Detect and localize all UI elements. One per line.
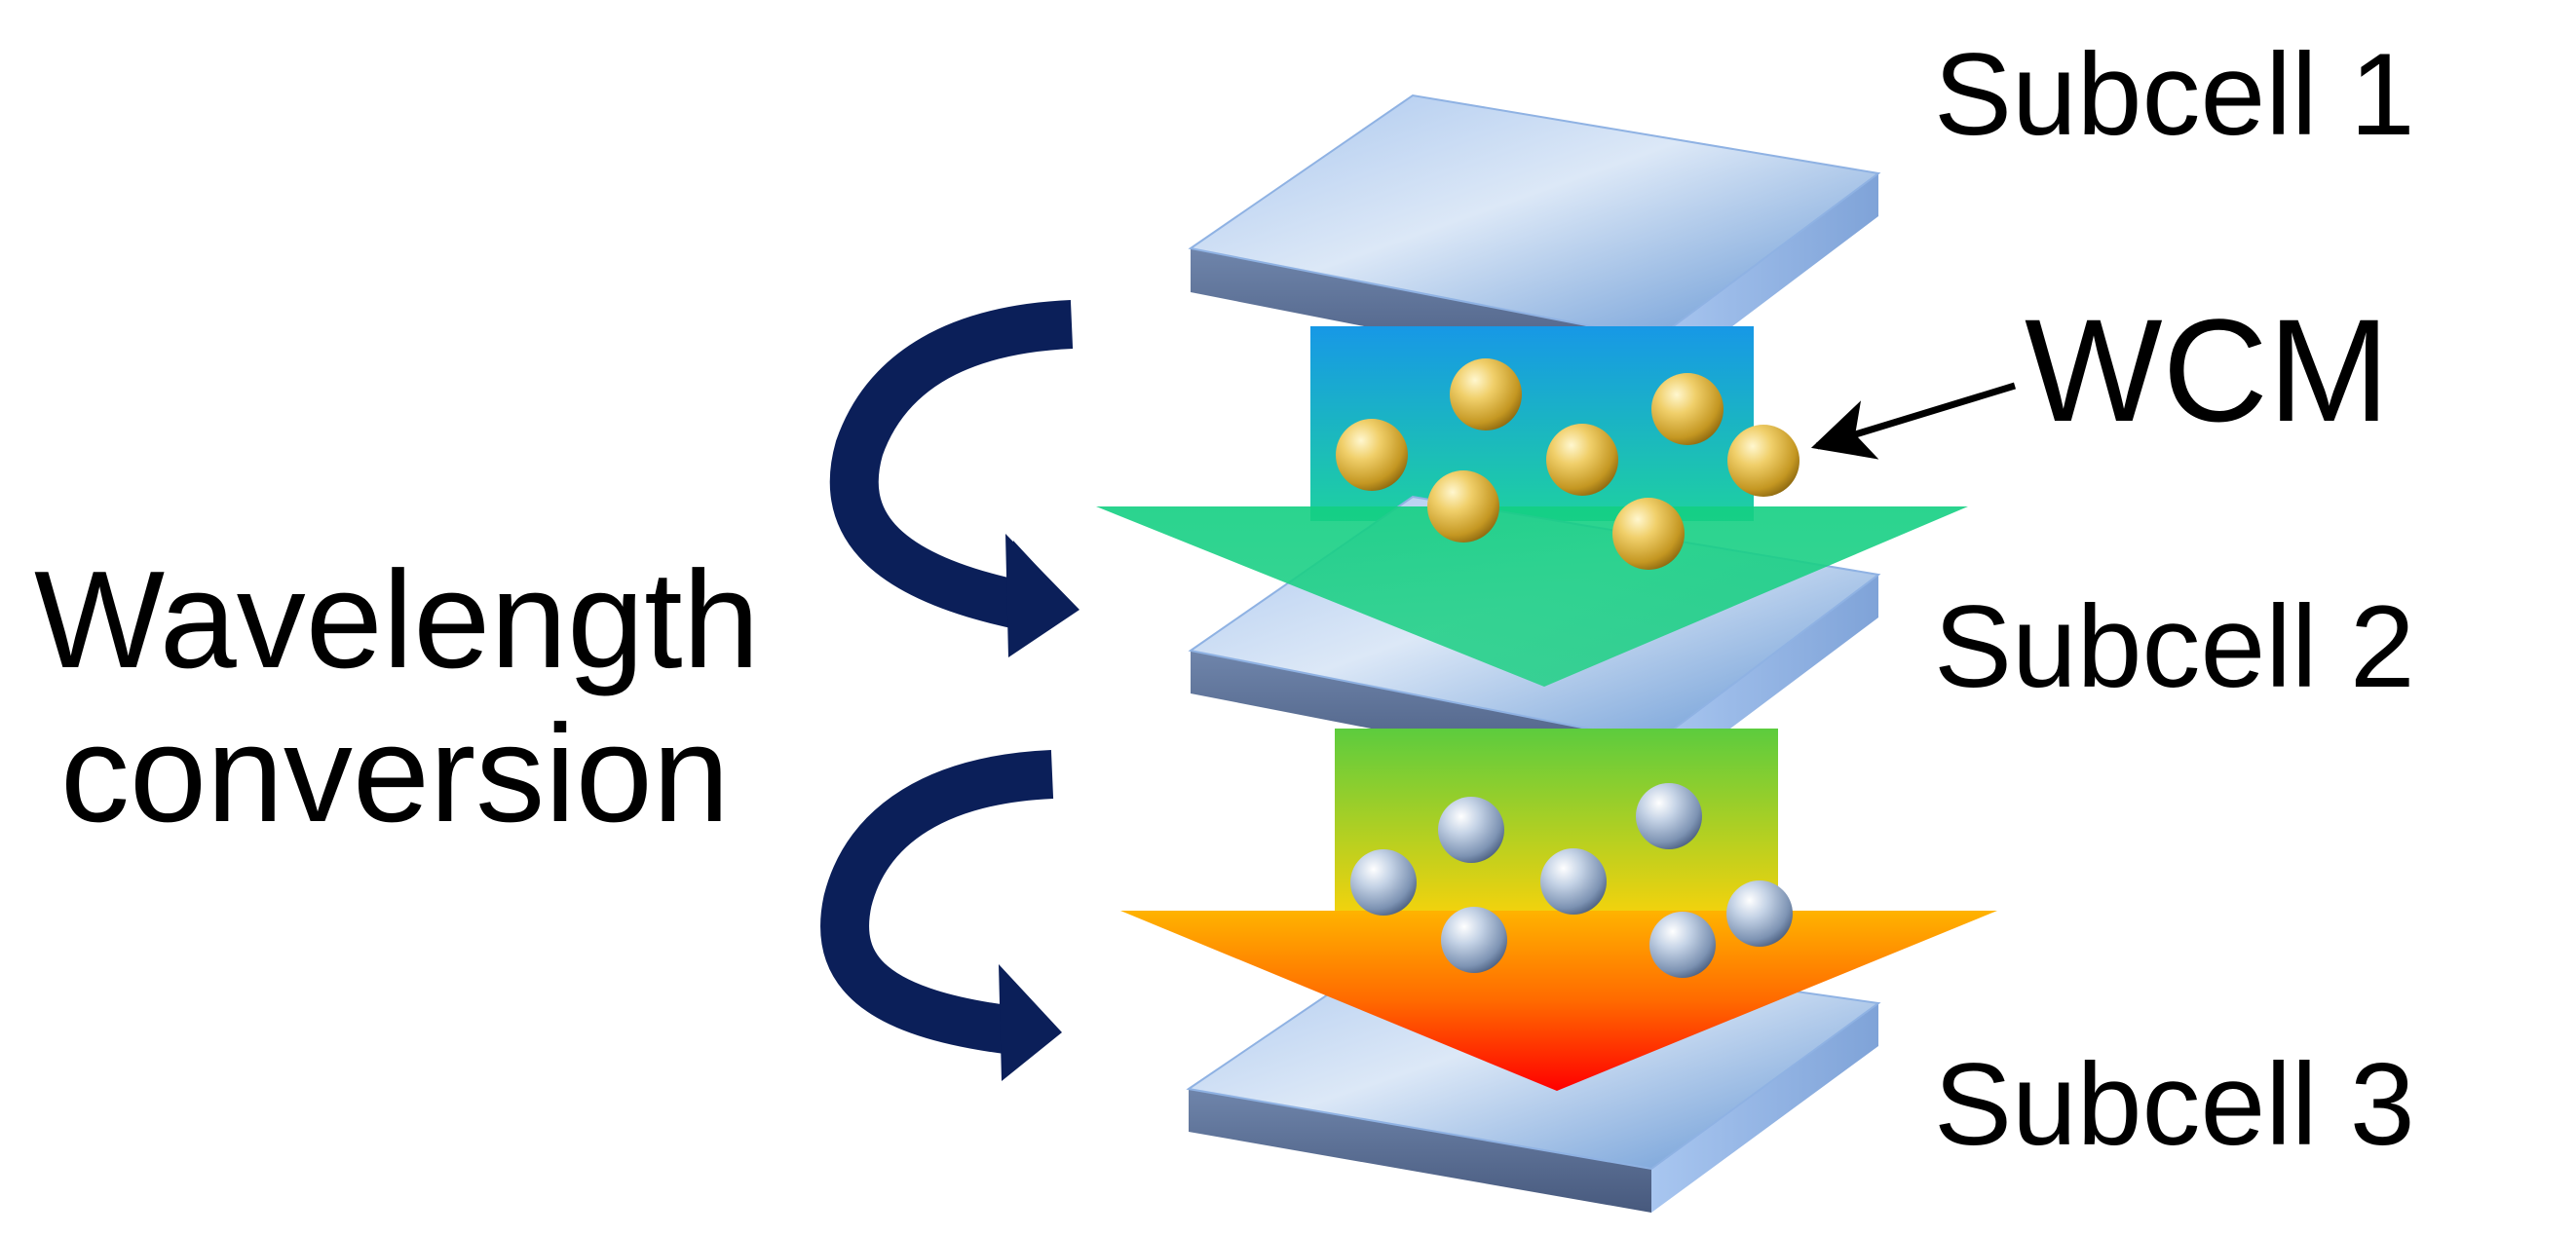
subcell-2-label: Subcell 2	[1934, 581, 2415, 712]
converter-particle	[1438, 797, 1504, 863]
wcm-particle	[1651, 373, 1724, 445]
wcm-particles	[1336, 358, 1799, 570]
subcell-1-label: Subcell 1	[1934, 29, 2415, 160]
wcm-particle	[1612, 498, 1685, 570]
converter-particle	[1636, 783, 1702, 849]
converter-particle	[1350, 849, 1417, 916]
wcm-particle	[1727, 425, 1799, 497]
curved-arrow-2	[820, 750, 1062, 1081]
converter-particle	[1540, 848, 1607, 915]
wcm-particle	[1427, 470, 1499, 543]
curved-arrow-1	[829, 300, 1080, 657]
second-layer-particles	[1350, 783, 1793, 978]
wcm-pointer-arrow	[1810, 382, 2017, 460]
light-arrowhead-1	[1096, 506, 1968, 687]
converter-particle	[1649, 912, 1716, 978]
wcm-particle	[1450, 358, 1522, 430]
converter-particle	[1726, 880, 1793, 947]
subcell-3-label: Subcell 3	[1934, 1039, 2415, 1170]
wcm-label: WCM	[2025, 288, 2390, 452]
light-arrowhead-2	[1120, 911, 1997, 1091]
wavelength-label-line-1: Wavelength	[34, 543, 760, 697]
wcm-particle	[1546, 424, 1618, 496]
converter-particle	[1441, 907, 1507, 973]
wavelength-label-line-2: conversion	[60, 696, 730, 851]
wcm-particle	[1336, 419, 1408, 491]
